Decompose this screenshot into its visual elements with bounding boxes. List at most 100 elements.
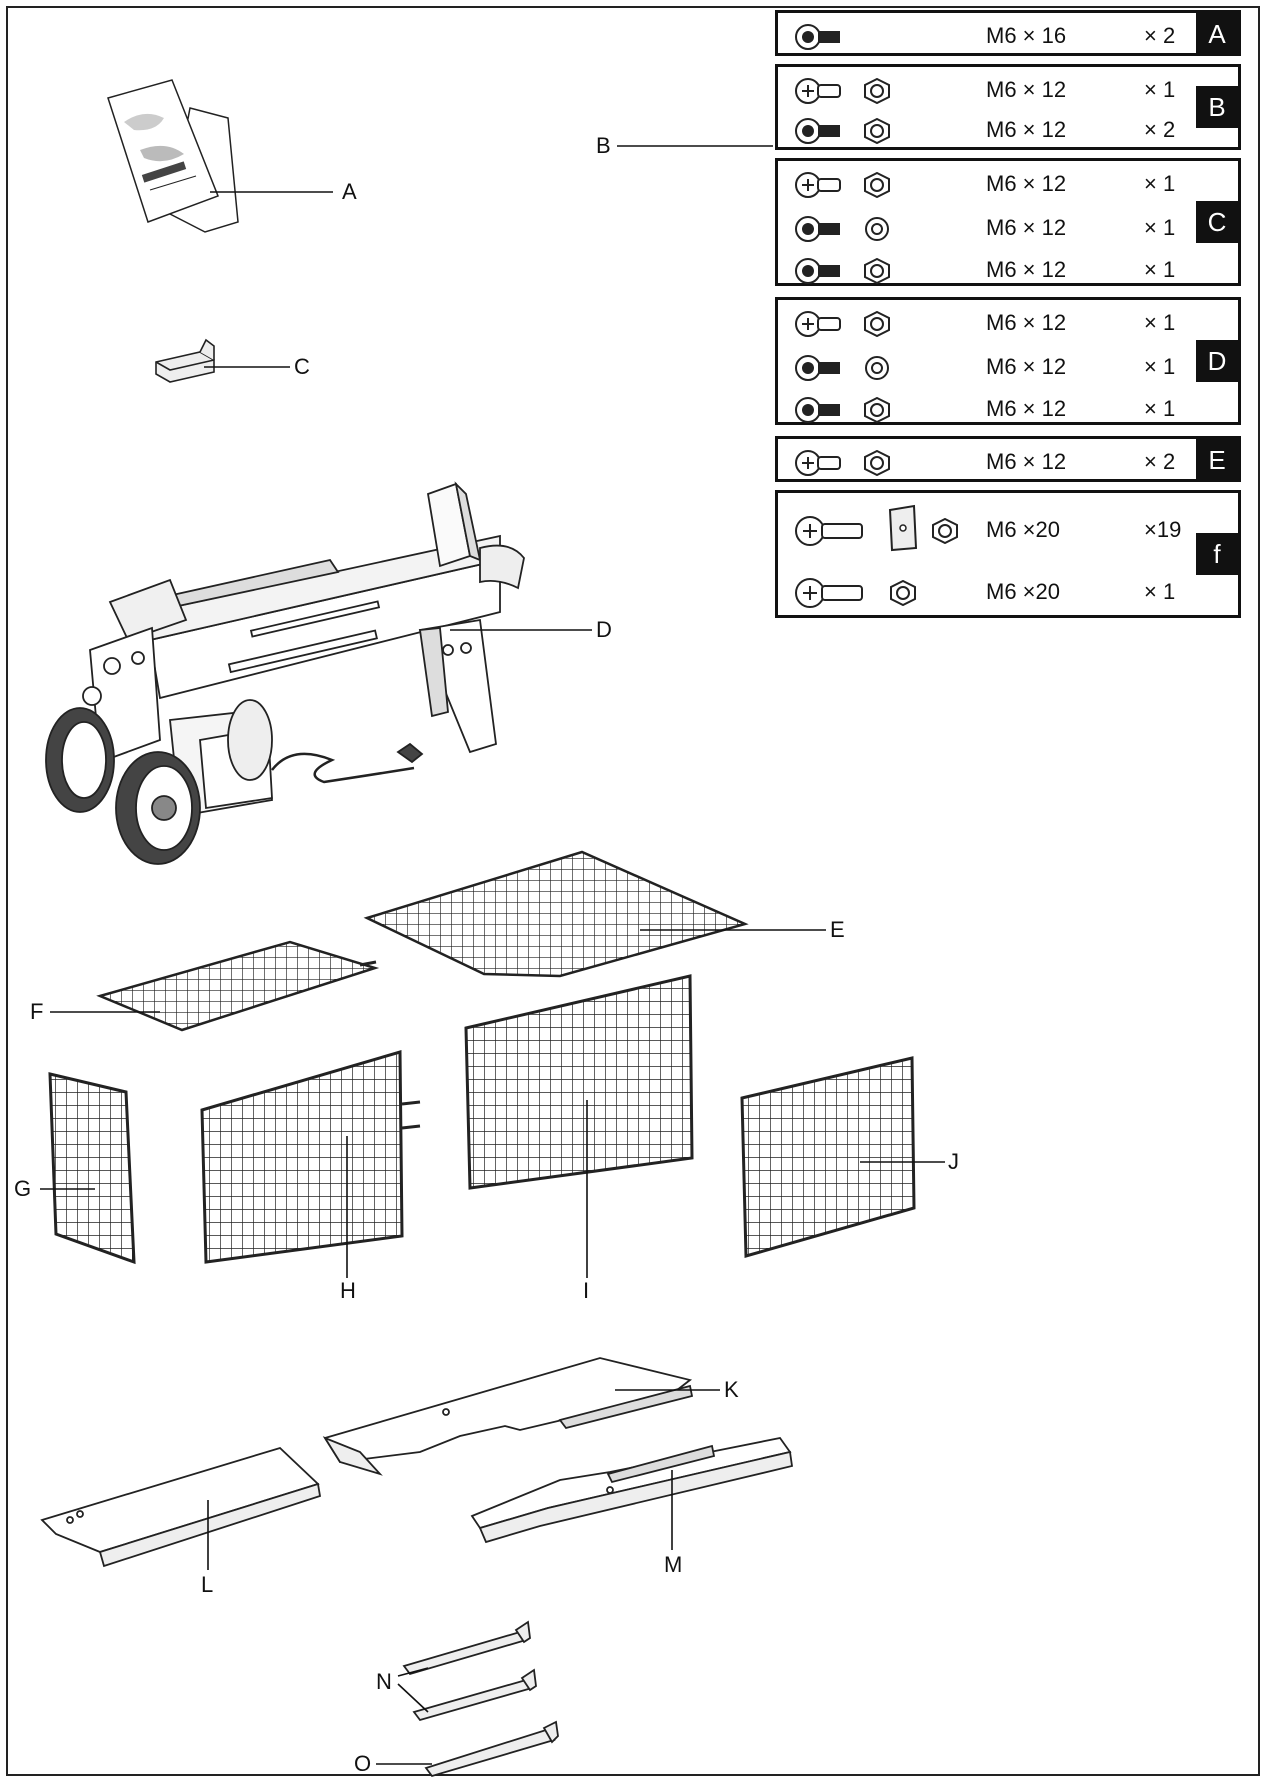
long-cross-bolt-icon (794, 516, 874, 551)
kit-size: M6 × 12 (986, 117, 1067, 142)
grid-panel-h-drawing (200, 1050, 421, 1264)
kit-quantity: × 1 (1144, 579, 1176, 604)
callout-m: M (664, 1552, 683, 1577)
grid-panel-i-drawing (464, 974, 694, 1190)
cross-bolt-icon (794, 311, 852, 342)
hex-nut-icon (860, 396, 894, 428)
bar-o-drawing (424, 1720, 559, 1778)
grid-panel-e-drawing (363, 850, 749, 978)
kit-size: M6 × 12 (986, 257, 1067, 282)
kit-row: M6 × 12 × 2 (778, 115, 1238, 145)
manual-booklet-drawing (107, 79, 239, 233)
kit-size: M6 × 12 (986, 171, 1067, 196)
kit-row: M6 × 12 × 1 (778, 352, 1238, 382)
kit-quantity: ×19 (1144, 517, 1182, 542)
leader-line-n1 (397, 1667, 429, 1677)
kit-quantity: × 2 (1144, 117, 1176, 142)
grid-panel-j-drawing (740, 1056, 916, 1258)
kit-row: M6 × 12 × 1 (778, 213, 1238, 243)
hex-bolt-icon (794, 397, 852, 428)
kit-size: M6 × 16 (986, 23, 1067, 48)
hex-nut-icon (860, 117, 894, 149)
callout-o: O (354, 1751, 372, 1776)
hex-bolt-icon (794, 216, 852, 247)
callout-a: A (342, 179, 357, 204)
kit-size: M6 × 12 (986, 77, 1067, 102)
kit-box-b: M6 × 12 × 1 M6 × 12 × 2 B (775, 64, 1241, 150)
washer-icon (860, 355, 894, 386)
callout-h: H (340, 1278, 356, 1303)
callout-b: B (596, 133, 611, 158)
grid-panel-g-drawing (48, 1072, 136, 1265)
tray-l-drawing (40, 1446, 322, 1568)
kit-letter-badge: B (1196, 86, 1238, 128)
log-splitter-drawing (45, 481, 525, 865)
cross-bolt-icon (794, 172, 852, 203)
tray-m-drawing (470, 1437, 794, 1544)
callout-c: C (294, 354, 310, 379)
callout-e: E (830, 917, 845, 942)
callout-g: G (14, 1176, 32, 1201)
hex-bolt-icon (794, 118, 852, 149)
kit-size: M6 × 12 (986, 215, 1067, 240)
washer-icon (860, 216, 894, 247)
hex-bolt-icon (794, 258, 852, 289)
hex-nut-icon (860, 310, 894, 342)
hex-nut-icon (860, 171, 894, 203)
cross-bolt-icon (794, 450, 852, 481)
kit-row: M6 × 12× 1 (778, 169, 1238, 199)
callout-i: I (583, 1278, 590, 1303)
hex-nut-icon (860, 449, 894, 481)
leader-line-n2 (397, 1683, 429, 1713)
callout-n: N (376, 1669, 392, 1694)
kit-box-a: M6 × 16 × 2 A (775, 10, 1241, 56)
kit-row: M6 × 12× 2 (778, 447, 1238, 477)
kit-quantity: × 1 (1144, 396, 1176, 421)
kit-quantity: × 2 (1144, 23, 1176, 48)
hex-bolt-icon (794, 355, 852, 386)
callout-k: K (724, 1377, 739, 1402)
kit-quantity: × 1 (1144, 354, 1176, 379)
bars-n-drawing (402, 1620, 537, 1722)
hex-nut-icon (886, 579, 920, 611)
diagram-frame (6, 6, 1260, 1776)
kit-size: M6 × 12 (986, 396, 1067, 421)
kit-letter-badge: A (1196, 13, 1238, 55)
clip-nut-icon (886, 504, 920, 557)
callout-f: F (30, 999, 44, 1024)
grid-panel-f-drawing (96, 940, 380, 1032)
kit-row: M6 × 12 × 1 (778, 75, 1238, 105)
kit-quantity: × 1 (1144, 215, 1176, 240)
kit-row: M6 × 16 × 2 (778, 21, 1238, 51)
kit-size: M6 × 12 (986, 310, 1067, 335)
kit-row: M6 × 12× 1 (778, 308, 1238, 338)
kit-box-f: M6 ×20 ×19 M6 ×20 × 1 f (775, 490, 1241, 618)
kit-row: M6 × 12 × 1 (778, 394, 1238, 424)
hex-bolt-icon (794, 24, 852, 55)
kit-row: M6 ×20 ×19 (778, 504, 1238, 552)
callout-l: L (201, 1572, 214, 1597)
kit-size: M6 × 12 (986, 354, 1067, 379)
long-cross-bolt-icon (794, 578, 874, 613)
kit-size: M6 ×20 (986, 579, 1060, 604)
kit-letter-badge: f (1196, 533, 1238, 575)
kit-letter-badge: C (1196, 201, 1238, 243)
kit-row: M6 ×20 × 1 (778, 577, 1238, 608)
kit-letter-badge: E (1196, 439, 1238, 481)
bracket-drawing (155, 338, 215, 383)
callout-j: J (948, 1149, 959, 1174)
kit-size: M6 ×20 (986, 517, 1060, 542)
kit-quantity: × 1 (1144, 77, 1176, 102)
tray-k-drawing (322, 1357, 694, 1476)
hex-nut-icon (928, 517, 962, 549)
hex-nut-icon (860, 77, 894, 109)
kit-row: M6 × 12 × 1 (778, 255, 1238, 285)
hex-nut-icon (860, 257, 894, 289)
callout-d: D (596, 617, 612, 642)
cross-bolt-icon (794, 78, 852, 109)
kit-quantity: × 1 (1144, 257, 1176, 282)
